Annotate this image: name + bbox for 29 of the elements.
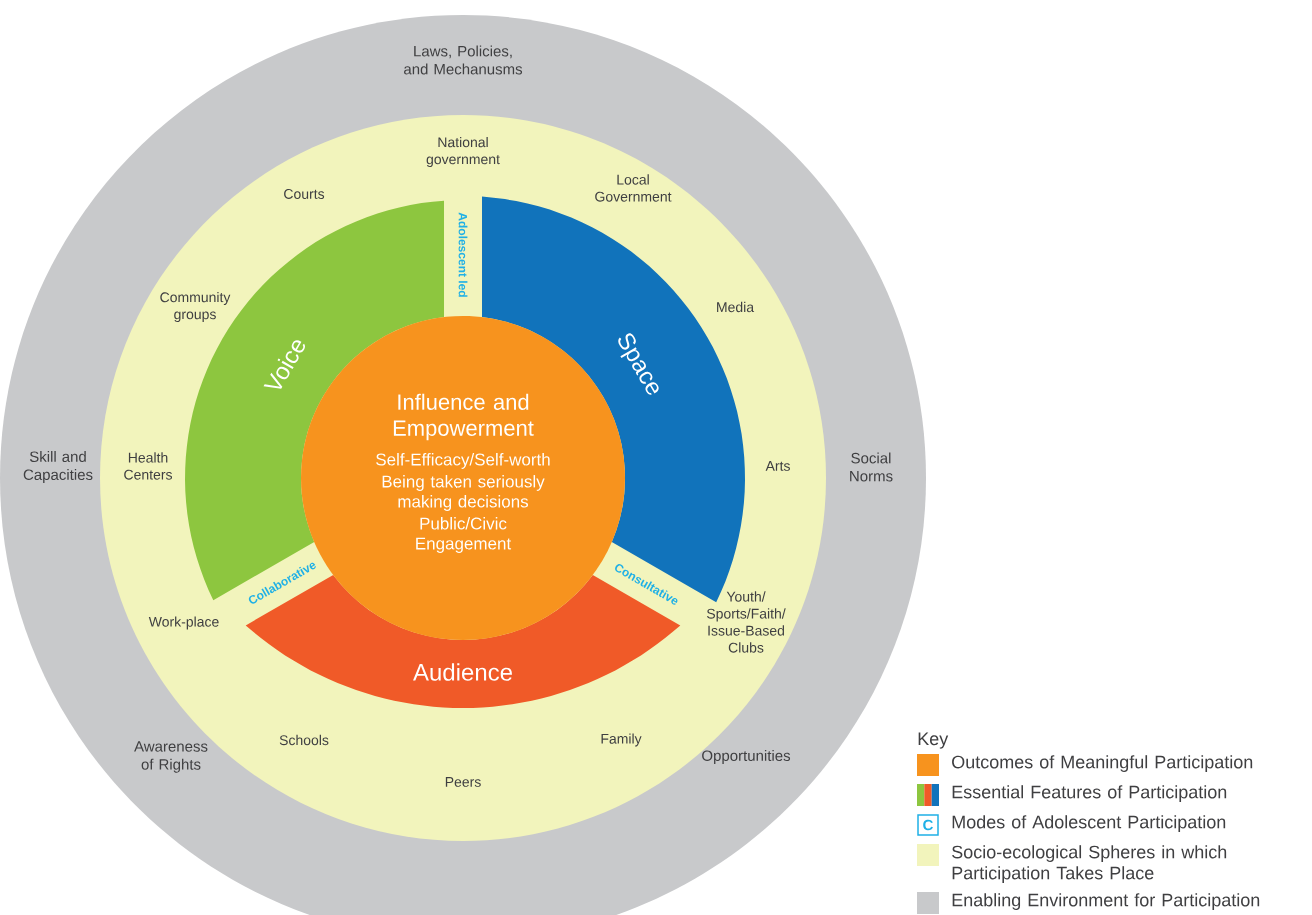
sphere-label: Youth/ Sports/Faith/ Issue-Based Clubs [706, 591, 786, 653]
sphere-label: Peers [445, 777, 481, 787]
ring-label: Skill and Capacities [23, 451, 93, 483]
sphere-label: Local Government [595, 174, 672, 202]
sphere-label: Community groups [160, 291, 231, 322]
sphere-label: Work-place [148, 616, 219, 630]
sphere-label: Family [601, 733, 642, 747]
sphere-label: Schools [279, 734, 329, 746]
legend-text: Essential Features of Participation [952, 785, 1227, 802]
mode-label: Adolescent led [458, 212, 468, 297]
sphere-label: Media [717, 301, 755, 313]
outcome-title: Influence and Empowerment [393, 393, 534, 441]
sphere-label: National government [426, 136, 500, 167]
outcome-text: Public/Civic Engagement [416, 517, 512, 553]
ring-label: Social Norms [850, 452, 893, 482]
outcome-text: Being taken seriously making decisions [382, 475, 545, 511]
sphere-label: Courts [284, 189, 325, 199]
legend-text: Socio-ecological Spheres in which Participation Takes Place [952, 845, 1227, 883]
sphere-label: Arts [765, 461, 790, 471]
sphere-label: Health Centers [124, 452, 172, 480]
legend-heading: Key [918, 732, 949, 749]
legend-text: Modes of Adolescent Participation [952, 815, 1226, 832]
legend-text: Outcomes of Meaningful Participation [952, 755, 1253, 772]
ring-label: Opportunities [702, 750, 791, 764]
sector-label: Audience [413, 663, 512, 681]
outcome-text: Self-Efficacy/Self-worth [376, 453, 550, 469]
ring-label: Laws, Policies, and Mechanusms [404, 45, 523, 75]
ring-label: Awareness of Rights [134, 741, 208, 773]
legend-text: Enabling Environment for Participation [952, 893, 1260, 910]
